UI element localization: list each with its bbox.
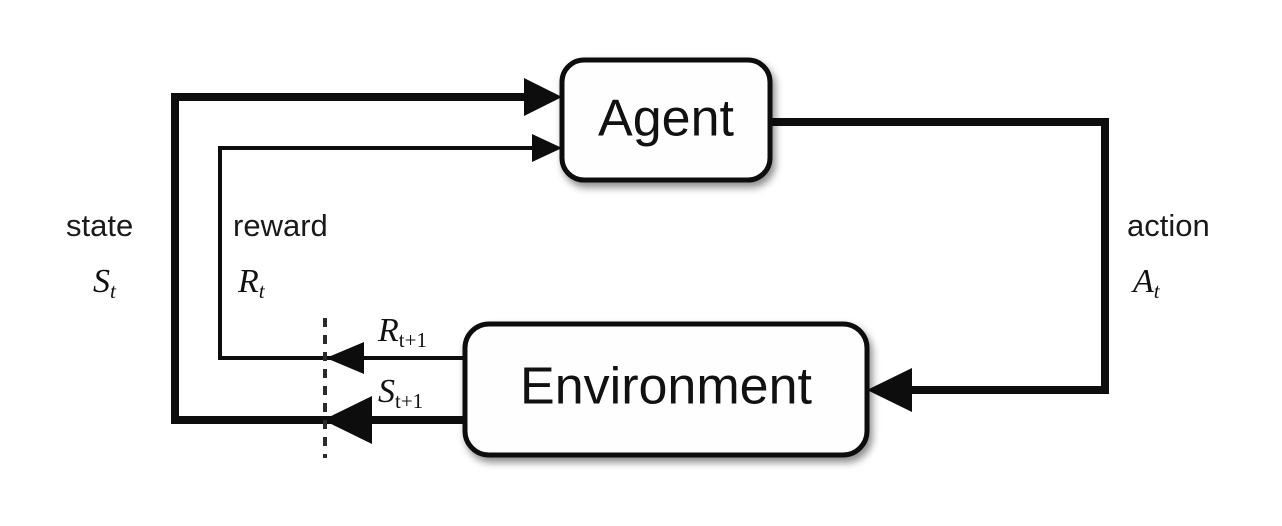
reward-next-letter: R	[377, 312, 399, 349]
action-symbol-subscript: t	[1154, 279, 1161, 303]
state-next-letter: S	[378, 373, 395, 410]
reward-next-subscript: t+1	[399, 328, 427, 352]
state-word-label: state	[66, 208, 133, 243]
state-next-subscript: t+1	[395, 389, 423, 413]
reward-edge-arrowhead	[532, 134, 562, 162]
action-word-label: action	[1127, 208, 1210, 243]
action-label-group: action At	[1127, 208, 1210, 303]
state-symbol-subscript: t	[110, 279, 117, 303]
reward-next-arrowhead	[326, 342, 364, 374]
action-symbol-letter: A	[1131, 263, 1154, 300]
reward-word-label: reward	[233, 208, 328, 243]
agent-label: Agent	[598, 90, 734, 148]
state-next-label: St+1	[378, 373, 423, 413]
environment-node[interactable]: Environment	[462, 321, 870, 458]
reward-symbol-subscript: t	[259, 279, 266, 303]
reward-label-group: reward Rt	[233, 208, 328, 303]
agent-node[interactable]: Agent	[559, 57, 773, 183]
reward-symbol-label: Rt	[237, 263, 266, 303]
action-symbol-label: At	[1131, 263, 1161, 303]
reward-next-label: Rt+1	[377, 312, 427, 352]
reward-symbol-letter: R	[237, 263, 259, 300]
environment-box[interactable]	[462, 321, 870, 458]
state-edge-line	[171, 93, 528, 424]
state-symbol-label: St	[93, 263, 117, 303]
state-edge	[171, 78, 562, 444]
action-edge	[770, 118, 1109, 412]
state-edge-arrowhead	[524, 78, 562, 116]
environment-label: Environment	[520, 358, 812, 416]
state-next-arrowhead	[323, 396, 372, 444]
action-edge-line	[770, 118, 1109, 394]
action-edge-arrowhead	[867, 368, 912, 412]
state-label-group: state St	[66, 208, 133, 303]
agent-box[interactable]	[559, 57, 773, 183]
reward-edge	[218, 134, 562, 374]
state-symbol-letter: S	[93, 263, 110, 300]
